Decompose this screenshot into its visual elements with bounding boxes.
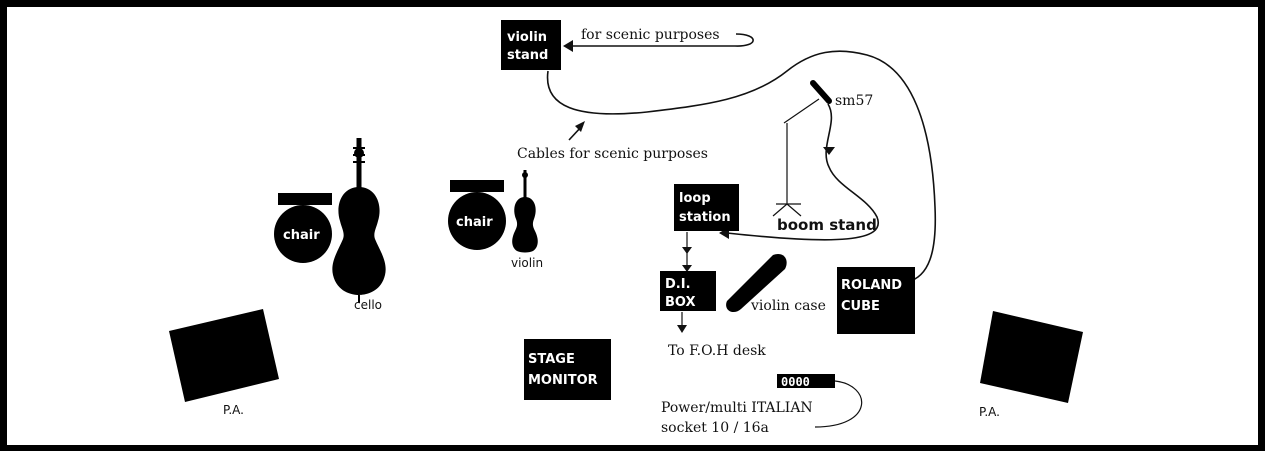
stage-plot: violin stand for scenic purposes Cables … <box>7 7 1258 445</box>
stage-monitor-label-line2: MONITOR <box>528 373 598 388</box>
chair-left-label: chair <box>283 228 320 243</box>
loop-station-label-line2: station <box>679 210 731 225</box>
roland-cube: ROLAND CUBE <box>837 267 915 334</box>
loop-to-di-arrows <box>682 232 692 272</box>
loop-station-label-line1: loop <box>679 191 711 206</box>
boom-stand-icon <box>772 98 820 217</box>
cables-arrow: Cables for scenic purposes <box>517 121 708 162</box>
roland-cube-label-line1: ROLAND <box>841 278 902 293</box>
violin-stand-label-line2: stand <box>507 48 548 63</box>
arrow-icon <box>823 147 835 155</box>
cello-label: cello <box>354 298 382 312</box>
di-box-label-line2: BOX <box>665 295 696 310</box>
chair-right-label: chair <box>456 215 493 230</box>
violin-icon <box>512 170 538 253</box>
microphone-icon <box>810 80 832 104</box>
stage-monitor-label-line1: STAGE <box>528 352 575 367</box>
violin-label: violin <box>511 256 543 270</box>
mic-cable <box>726 103 880 241</box>
violin-case-icon <box>726 253 787 313</box>
violin-stand-label-line1: violin <box>507 30 547 45</box>
di-box-label-line1: D.I. <box>665 277 691 292</box>
arrow-head <box>575 121 585 132</box>
di-box: D.I. BOX <box>660 271 716 311</box>
violin-case-label: violin case <box>750 298 826 314</box>
power-socket-line1: Power/multi ITALIAN <box>661 400 813 416</box>
boom-stand-label: boom stand <box>777 216 877 234</box>
chair-left: chair <box>274 193 332 263</box>
cello-icon <box>332 138 386 303</box>
speaker-icon <box>169 309 279 402</box>
violin-stand: violin stand <box>501 20 561 70</box>
arrow-icon <box>677 325 687 333</box>
speaker-icon <box>980 311 1083 403</box>
power-socket-line2: socket 10 / 16a <box>661 420 769 436</box>
loop-station: loop station <box>674 184 739 231</box>
sm57-label: sm57 <box>835 93 873 109</box>
scenic-arrow: for scenic purposes <box>563 27 754 52</box>
arrow-head <box>563 40 573 52</box>
to-foh-label: To F.O.H desk <box>668 343 766 359</box>
pa-right-label: P.A. <box>979 405 1000 419</box>
roland-cube-label-line2: CUBE <box>841 299 880 314</box>
stage-plot-diagram: violin stand for scenic purposes Cables … <box>169 20 1083 436</box>
power-strip-icon: 0000 <box>777 374 835 389</box>
for-scenic-text: for scenic purposes <box>581 27 720 43</box>
pa-left-label: P.A. <box>223 403 244 417</box>
power-cord <box>814 380 863 428</box>
scenic-cable <box>546 50 937 283</box>
stage-monitor: STAGE MONITOR <box>524 339 611 400</box>
arrow-icon <box>569 33 754 47</box>
cables-scenic-text: Cables for scenic purposes <box>517 146 708 162</box>
socket-digits: 0000 <box>781 375 810 389</box>
chair-right: chair <box>448 180 506 250</box>
